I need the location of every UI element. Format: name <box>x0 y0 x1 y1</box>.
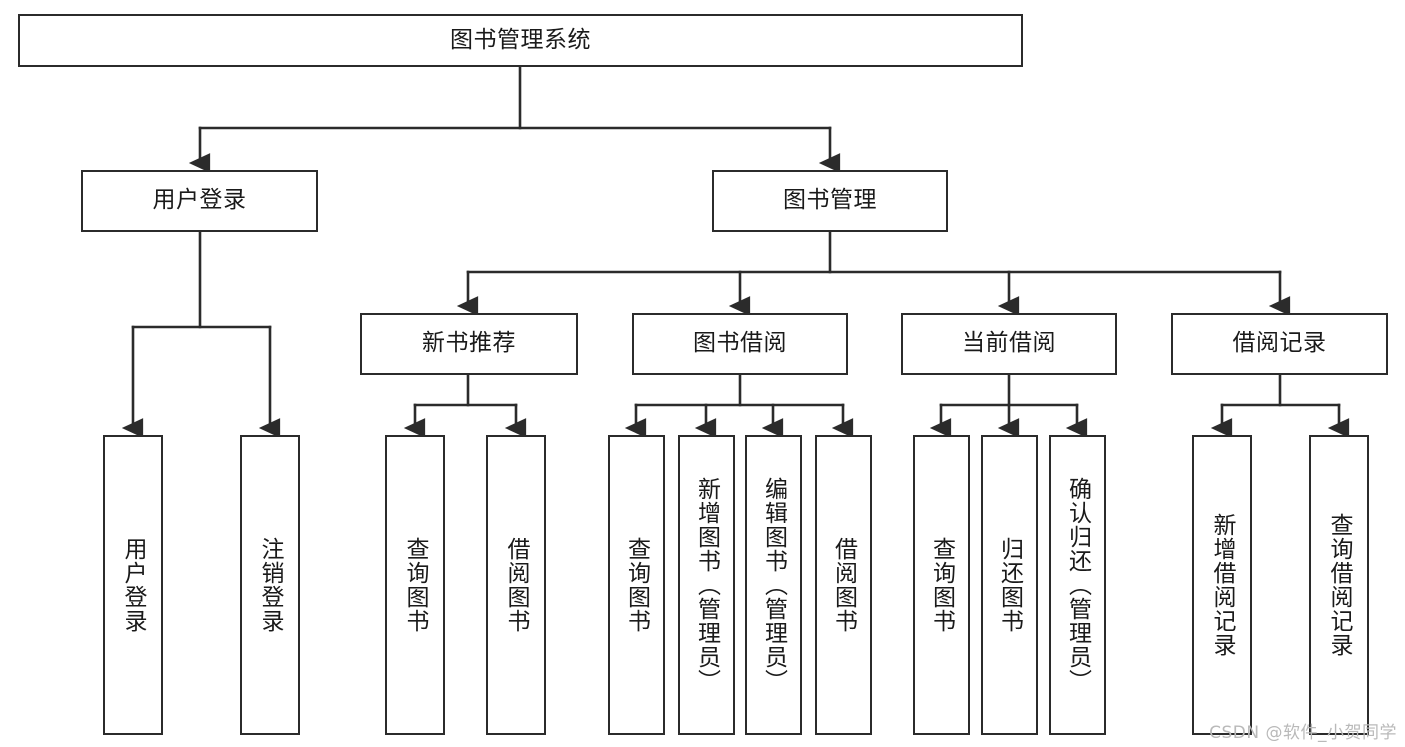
node-book-management[interactable]: 图书管理 <box>712 170 948 232</box>
node-label: 图书借阅 <box>693 330 787 357</box>
leaf-borrow-add-book-admin[interactable]: 新增图书（管理员） <box>678 435 735 735</box>
node-book-borrow[interactable]: 图书借阅 <box>632 313 848 375</box>
node-label: 查询图书 <box>623 537 650 633</box>
node-label: 查询借阅记录 <box>1326 513 1353 657</box>
leaf-borrow-borrow-book[interactable]: 借阅图书 <box>815 435 872 735</box>
node-current-borrow[interactable]: 当前借阅 <box>901 313 1117 375</box>
node-label: 借阅图书 <box>503 537 530 633</box>
leaf-current-query-book[interactable]: 查询图书 <box>913 435 970 735</box>
leaf-current-return-book[interactable]: 归还图书 <box>981 435 1038 735</box>
node-label: 确认归还（管理员） <box>1064 477 1091 693</box>
leaf-user-login-login[interactable]: 用户登录 <box>103 435 163 735</box>
node-user-login[interactable]: 用户登录 <box>81 170 318 232</box>
node-label: 归还图书 <box>996 537 1023 633</box>
node-label: 新增图书（管理员） <box>693 477 720 693</box>
leaf-recommend-borrow-book[interactable]: 借阅图书 <box>486 435 546 735</box>
node-label: 借阅图书 <box>830 537 857 633</box>
leaf-borrow-query-book[interactable]: 查询图书 <box>608 435 665 735</box>
node-label: 图书管理系统 <box>450 26 591 53</box>
leaf-current-confirm-return-admin[interactable]: 确认归还（管理员） <box>1049 435 1106 735</box>
node-label: 当前借阅 <box>962 330 1056 357</box>
node-label: 编辑图书（管理员） <box>760 477 787 693</box>
node-label: 图书管理 <box>783 187 877 214</box>
node-label: 查询图书 <box>928 537 955 633</box>
node-label: 用户登录 <box>120 537 147 633</box>
node-label: 查询图书 <box>402 537 429 633</box>
node-label: 新增借阅记录 <box>1209 513 1236 657</box>
node-label: 注销登录 <box>257 537 284 633</box>
leaf-record-query-record[interactable]: 查询借阅记录 <box>1309 435 1369 735</box>
leaf-user-login-logout[interactable]: 注销登录 <box>240 435 300 735</box>
leaf-recommend-query-book[interactable]: 查询图书 <box>385 435 445 735</box>
leaf-record-add-record[interactable]: 新增借阅记录 <box>1192 435 1252 735</box>
node-borrow-record[interactable]: 借阅记录 <box>1171 313 1388 375</box>
node-new-book-recommend[interactable]: 新书推荐 <box>360 313 578 375</box>
node-root-system[interactable]: 图书管理系统 <box>18 14 1023 67</box>
node-label: 借阅记录 <box>1232 330 1327 357</box>
node-label: 用户登录 <box>152 187 247 214</box>
leaf-borrow-edit-book-admin[interactable]: 编辑图书（管理员） <box>745 435 802 735</box>
node-label: 新书推荐 <box>422 330 516 357</box>
